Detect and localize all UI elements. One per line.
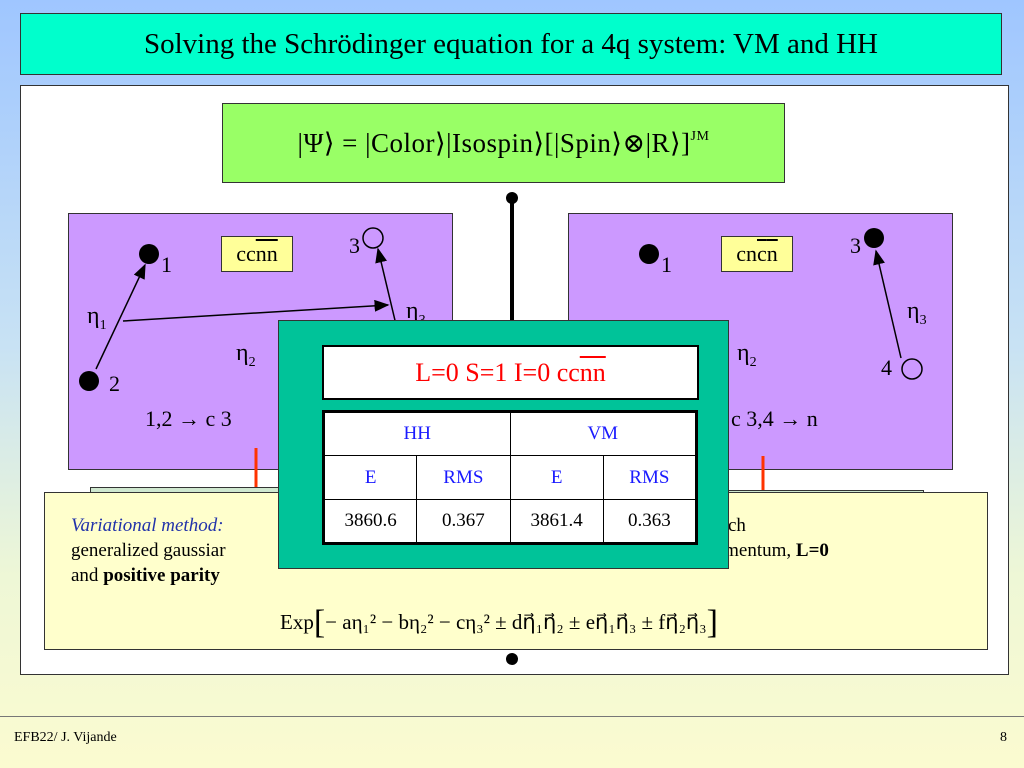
bottom-connector-dot (506, 653, 518, 665)
eta2-label: η2 (236, 340, 256, 370)
eta1-arrow (95, 263, 146, 370)
table-column-header-row: E RMS E RMS (322, 455, 698, 500)
eta1-label: η1 (87, 303, 107, 333)
method-l0: L=0 (795, 540, 829, 561)
particle-1-label: 1 (661, 252, 672, 277)
particle-4-label: 4 (881, 355, 892, 380)
table-row: 3860.6 0.367 3861.4 0.363 (322, 499, 698, 544)
particle-3-label: 3 (850, 233, 861, 258)
antiquark-3-circle (362, 227, 384, 249)
left-diagram-arrows (79, 227, 399, 391)
col-header-hh-e: E (322, 455, 418, 500)
quark-1-dot (139, 244, 159, 264)
eta3-label: η3 (907, 298, 927, 328)
eta3-arrow (375, 247, 399, 334)
cell-vm-e: 3861.4 (509, 499, 604, 544)
group-header-hh: HH (323, 411, 511, 456)
method-label: Variational method: (71, 515, 224, 536)
eta3-arrow (873, 249, 902, 359)
method-line3-plain: and (71, 565, 104, 586)
cell-vm-rms: 0.363 (602, 499, 698, 544)
results-table: HH VM E RMS E RMS 3860.6 0.367 3861.4 0.… (322, 410, 698, 545)
eta2-arrow (122, 299, 390, 322)
wavefunction-formula: |Ψ⟩ = |Color⟩|Isospin⟩[|Spin⟩⊗|R⟩] (297, 127, 691, 158)
antiquark-4-circle (901, 358, 923, 380)
footer-divider (0, 716, 1024, 717)
eta2-label: η2 (737, 340, 757, 370)
exp-body: − aη₁² − bη₂² − cη₃² ± dη⃗₁η⃗₂ ± eη⃗₁η⃗₃… (325, 610, 707, 634)
wavefunction-box: |Ψ⟩ = |Color⟩|Isospin⟩[|Spin⟩⊗|R⟩]JM (222, 103, 785, 183)
wavefunction-superscript: JM (690, 129, 710, 144)
col-header-hh-rms: RMS (416, 455, 511, 500)
right-flavor-rule: c 3,4 → n (731, 406, 818, 431)
cell-hh-e: 3860.6 (322, 499, 418, 544)
page-number: 8 (1000, 730, 1007, 745)
label-ccnn-prefix: cc (236, 241, 256, 266)
quark-2-dot (79, 371, 99, 391)
state-prefix: L=0 S=1 I=0 cc (415, 357, 580, 387)
col-header-vm-e: E (509, 455, 604, 500)
gaussian-formula: Exp[− aη₁² − bη₂² − cη₃² ± dη⃗₁η⃗₂ ± eη⃗… (280, 604, 718, 641)
method-positive-parity: positive parity (103, 565, 220, 586)
particle-2-label: 2 (109, 371, 120, 396)
col-header-vm-rms: RMS (602, 455, 698, 500)
label-cncn-prefix: cn (736, 241, 757, 266)
method-line-3: and positive parity (71, 563, 961, 588)
method-line2-head: generalized gaussiar (71, 540, 226, 561)
footer-author: EFB22/ J. Vijande (14, 730, 117, 745)
cell-hh-rms: 0.367 (416, 499, 511, 544)
group-header-vm: VM (509, 411, 697, 456)
right-diagram-arrows (639, 228, 923, 380)
exp-label: Exp (280, 610, 314, 634)
state-overline: nn (579, 357, 606, 387)
particle-3-label: 3 (349, 233, 360, 258)
label-cncn-overline-2: n (766, 241, 778, 266)
left-flavor-rule: 1,2 → c 3 (145, 406, 232, 431)
label-cncn-cbar: c (757, 241, 767, 266)
quark-3-dot (864, 228, 884, 248)
slide-title: Solving the Schrödinger equation for a 4… (20, 13, 1002, 75)
top-connector-dot (506, 192, 518, 204)
label-ccnn-overline: nn (255, 241, 278, 266)
particle-1-label: 1 (161, 252, 172, 277)
table-group-header-row: HH VM (323, 411, 697, 456)
quark-1-dot (639, 244, 659, 264)
